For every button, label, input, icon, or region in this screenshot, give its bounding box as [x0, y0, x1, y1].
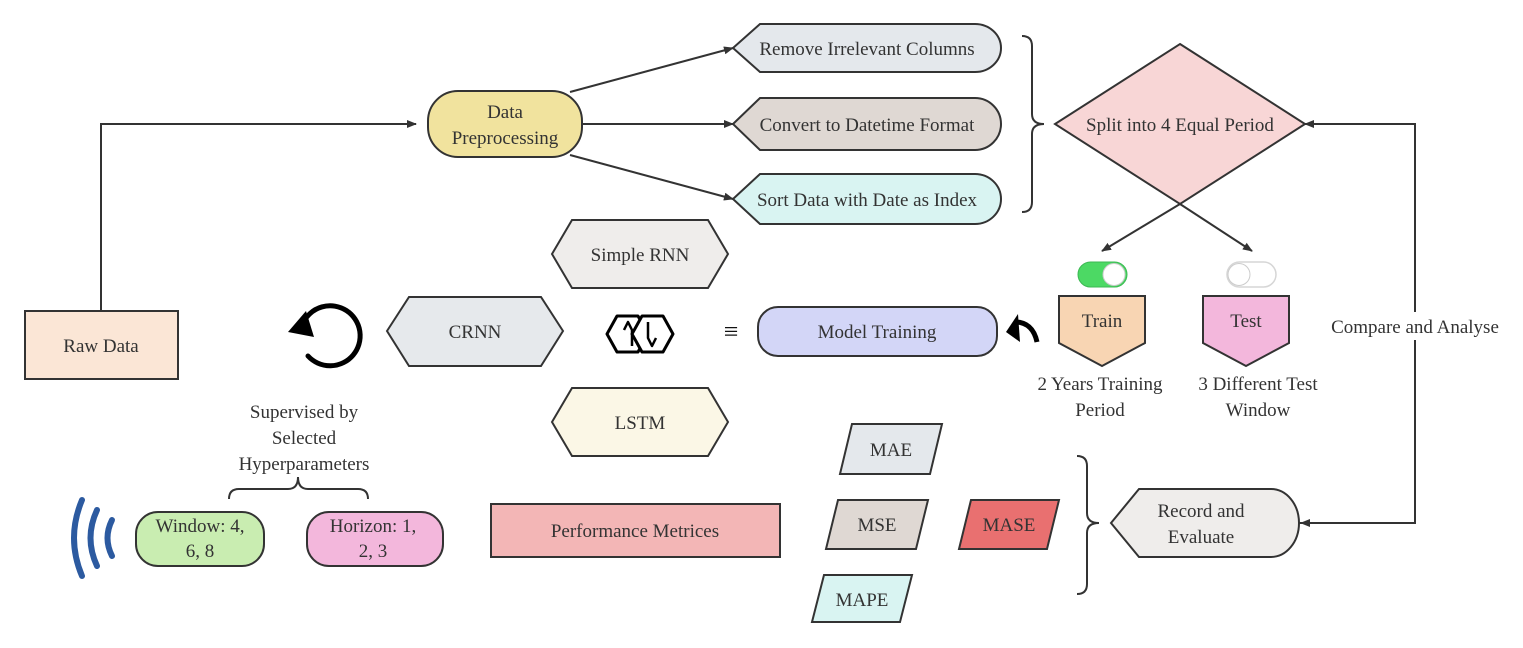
lstm-node [550, 387, 730, 457]
record-evaluate-label-1: Record and [1157, 501, 1245, 522]
data-preprocessing-label-2: Preprocessing [452, 128, 559, 149]
performance-metrics-label: Performance Metrices [551, 521, 719, 542]
split-periods-node [1053, 42, 1307, 206]
edge-raw-to-preprocessing [100, 120, 417, 310]
mae-node [838, 423, 944, 475]
equivalence-symbol: ≡ [724, 317, 739, 346]
crnn-label: CRNN [449, 322, 502, 343]
mse-label: MSE [857, 515, 896, 536]
remove-columns-node [731, 23, 1002, 73]
train-toggle-knob [1102, 263, 1126, 286]
edge-preprocessing-to-sort [569, 154, 734, 201]
undo-arrow-icon [1006, 314, 1040, 343]
horizon-node [306, 511, 444, 567]
model-training-node [757, 306, 998, 357]
window-label-2: 6, 8 [186, 541, 215, 562]
train-caption-2: Period [1075, 400, 1125, 421]
crnn-node [385, 296, 565, 367]
supervised-label-1: Supervised by [250, 402, 359, 423]
supervised-label-2: Selected [272, 428, 337, 449]
edge-preprocessing-to-remove [569, 46, 734, 93]
data-preprocessing-node [427, 90, 583, 158]
record-evaluate-label-2: Evaluate [1168, 527, 1234, 548]
test-label: Test [1230, 311, 1262, 332]
raw-data-node [24, 310, 179, 380]
signal-waves-icon [71, 497, 115, 579]
hexagon-network-icon [605, 314, 675, 354]
raw-data-label: Raw Data [63, 336, 139, 357]
mse-node [824, 499, 930, 550]
lstm-label: LSTM [615, 413, 666, 434]
remove-columns-label: Remove Irrelevant Columns [759, 39, 974, 60]
horizon-label-1: Horizon: 1, [330, 516, 417, 537]
horizon-label-2: 2, 3 [359, 541, 388, 562]
test-node [1202, 295, 1290, 368]
train-caption-1: 2 Years Training [1037, 374, 1163, 395]
mae-label: MAE [870, 440, 912, 461]
split-periods-label: Split into 4 Equal Period [1086, 115, 1274, 136]
brace-hyperparameters [228, 476, 369, 500]
train-toggle[interactable] [1077, 261, 1128, 288]
edge-split-to-test [1179, 203, 1253, 252]
record-evaluate-node [1109, 488, 1300, 558]
performance-metrics-node [490, 503, 781, 558]
train-label: Train [1082, 311, 1123, 332]
window-node [135, 511, 265, 567]
brace-preprocessing-steps [1021, 35, 1045, 213]
window-label-1: Window: 4, [156, 516, 245, 537]
mase-label: MASE [983, 515, 1036, 536]
test-caption-1: 3 Different Test [1198, 374, 1318, 395]
test-toggle-knob [1227, 263, 1251, 286]
convert-datetime-label: Convert to Datetime Format [760, 115, 975, 136]
refresh-icon [288, 303, 363, 369]
model-training-label: Model Training [818, 322, 937, 343]
convert-datetime-node [731, 97, 1002, 151]
simple-rnn-node [550, 219, 730, 289]
brace-metrics [1076, 455, 1100, 595]
train-node [1058, 295, 1146, 368]
compare-analyse-bg [1320, 312, 1510, 340]
compare-analyse-label: Compare and Analyse [1331, 317, 1499, 338]
sort-data-node [731, 173, 1002, 225]
mase-node [957, 499, 1061, 550]
mape-label: MAPE [836, 590, 889, 611]
test-caption-2: Window [1226, 400, 1291, 421]
edge-split-to-train [1101, 203, 1181, 252]
simple-rnn-label: Simple RNN [591, 245, 690, 266]
data-preprocessing-label-1: Data [487, 102, 523, 123]
sort-data-label: Sort Data with Date as Index [757, 190, 978, 211]
supervised-label-3: Hyperparameters [239, 454, 370, 475]
test-toggle[interactable] [1226, 261, 1277, 288]
mape-node [810, 574, 914, 623]
